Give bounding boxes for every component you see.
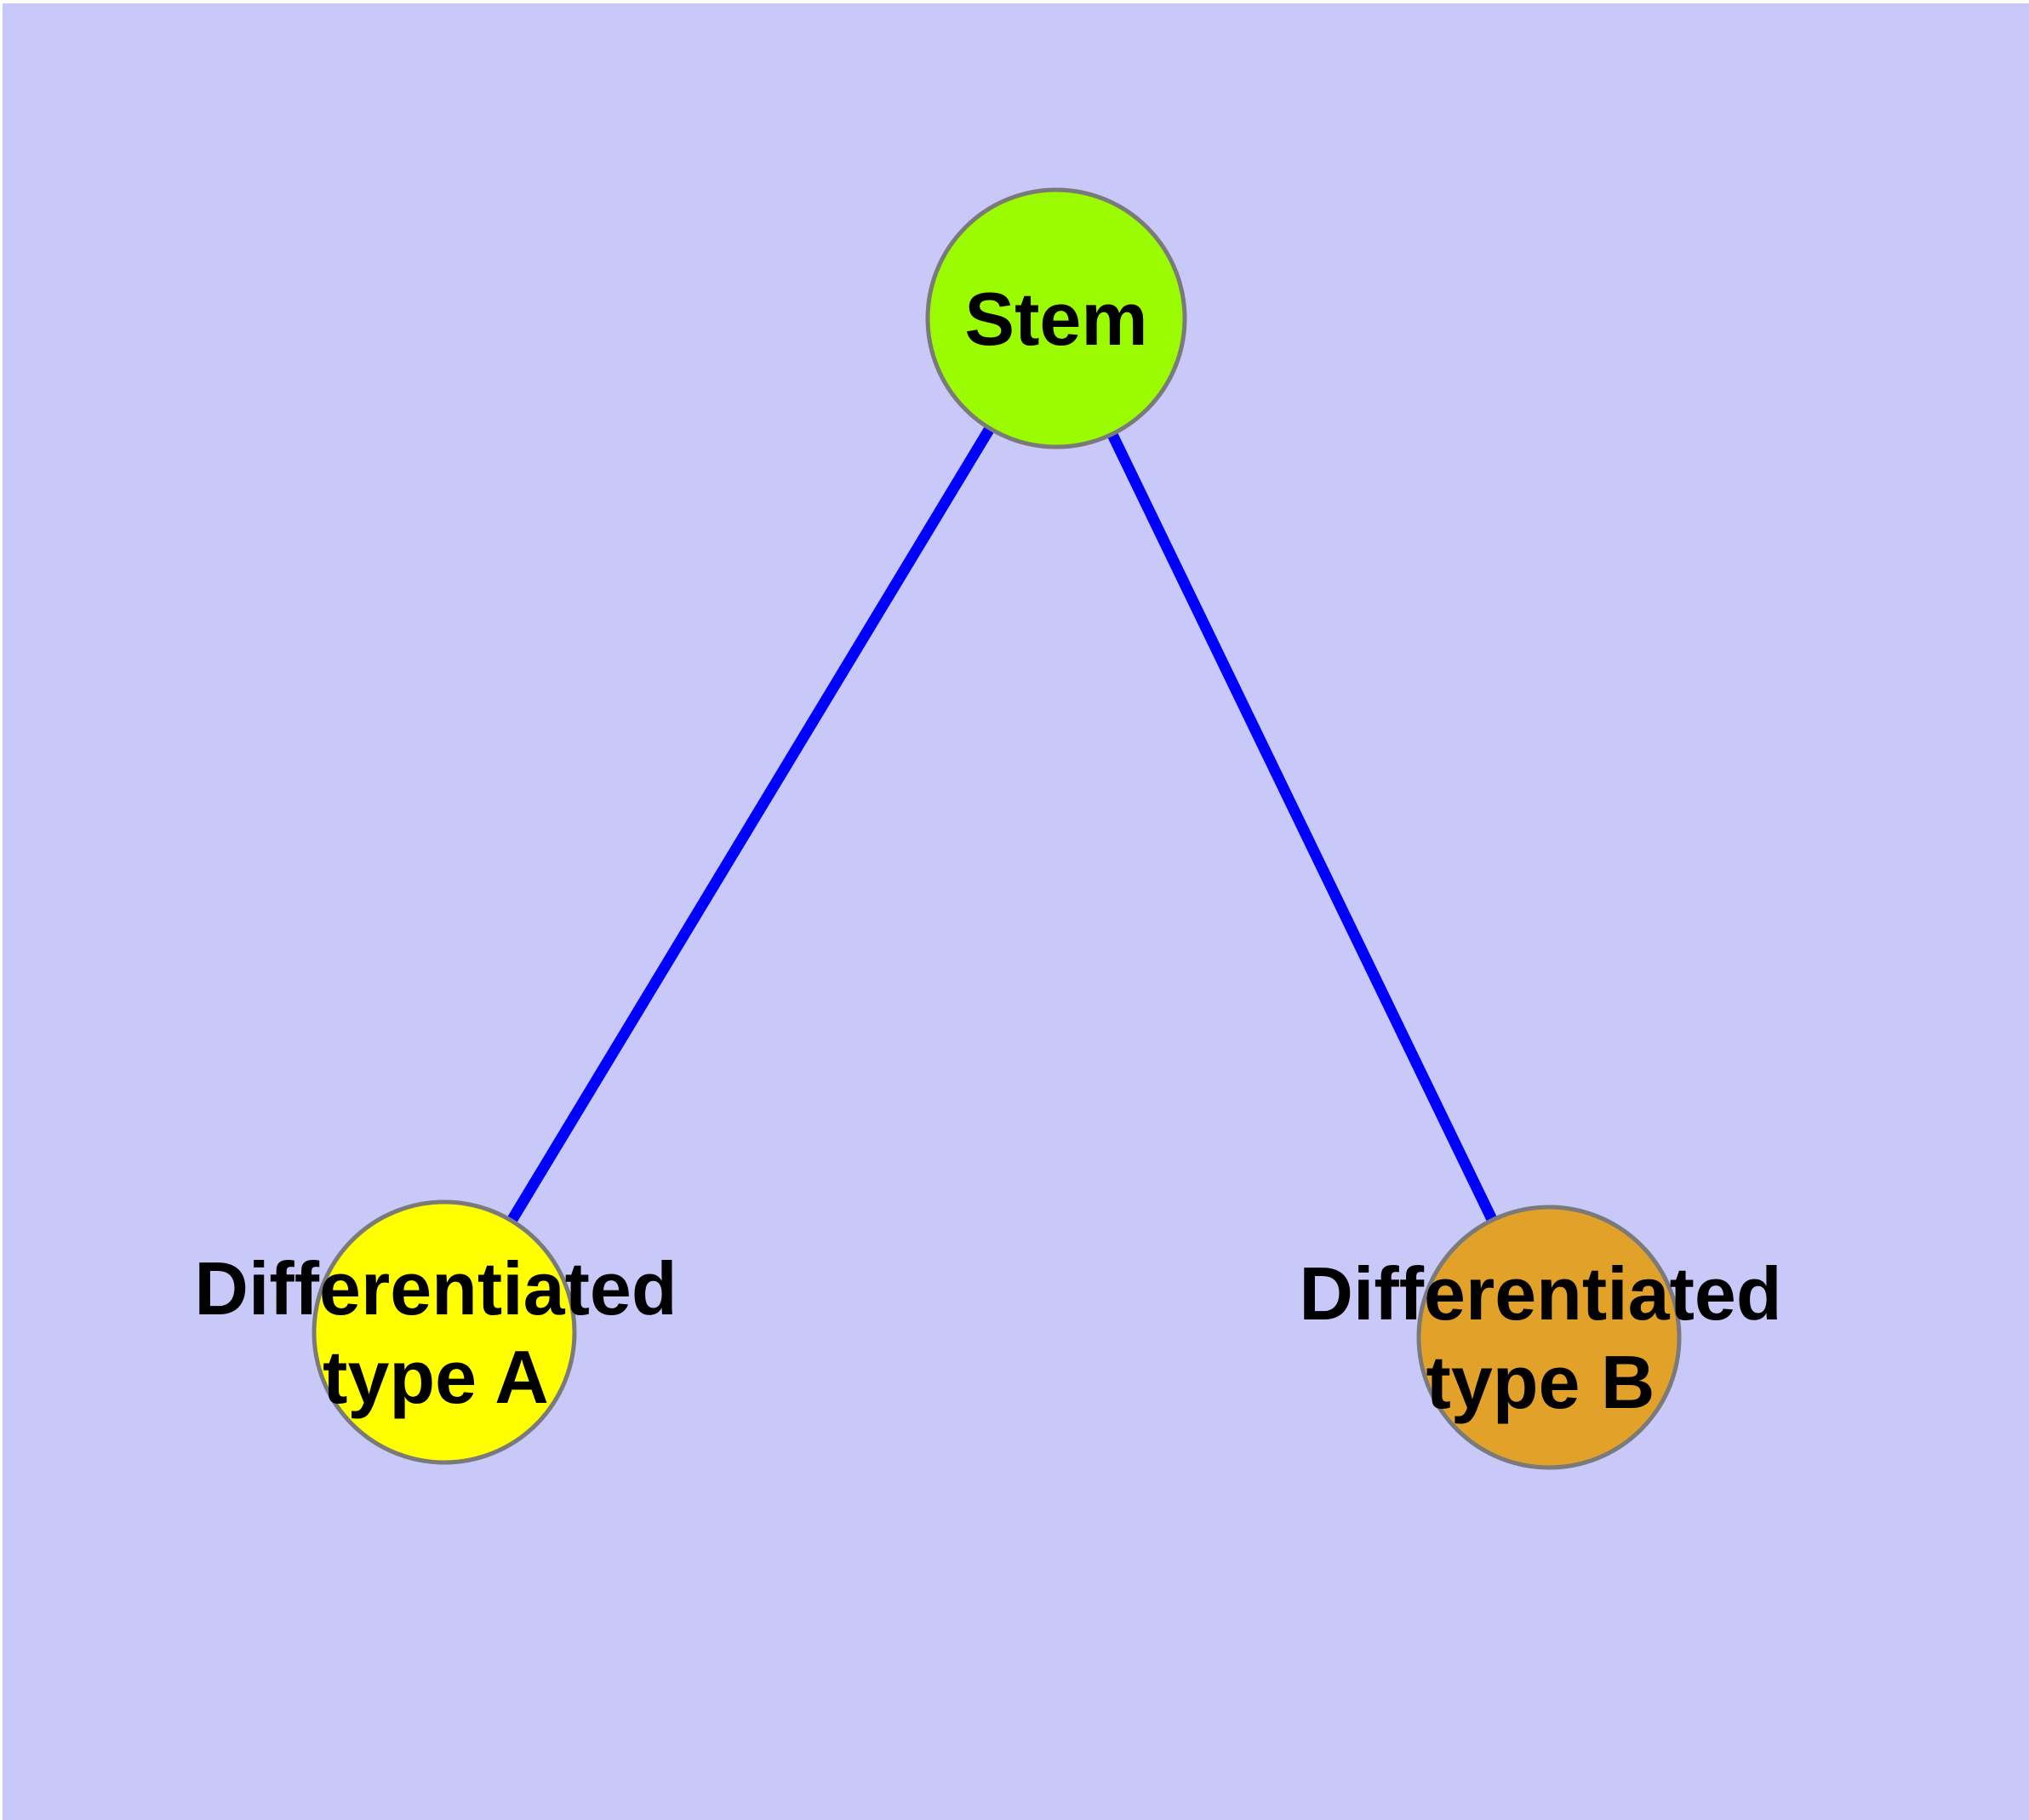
- node-differentiated-type-a: [311, 1199, 577, 1465]
- edge-stem-to-type-b: [1051, 316, 1554, 1340]
- node-label-type-b-line2: type B: [1426, 1340, 1655, 1424]
- node-differentiated-type-b: [1416, 1205, 1682, 1470]
- node-label-type-b-line1: Differentiated: [1299, 1251, 1781, 1336]
- node-stem: [925, 187, 1187, 449]
- edge-stem-to-type-a: [439, 315, 1061, 1336]
- node-label-stem: Stem: [964, 277, 1147, 361]
- node-label-type-a-line2: type A: [323, 1335, 549, 1419]
- node-label-type-a-line1: Differentiated: [194, 1246, 677, 1331]
